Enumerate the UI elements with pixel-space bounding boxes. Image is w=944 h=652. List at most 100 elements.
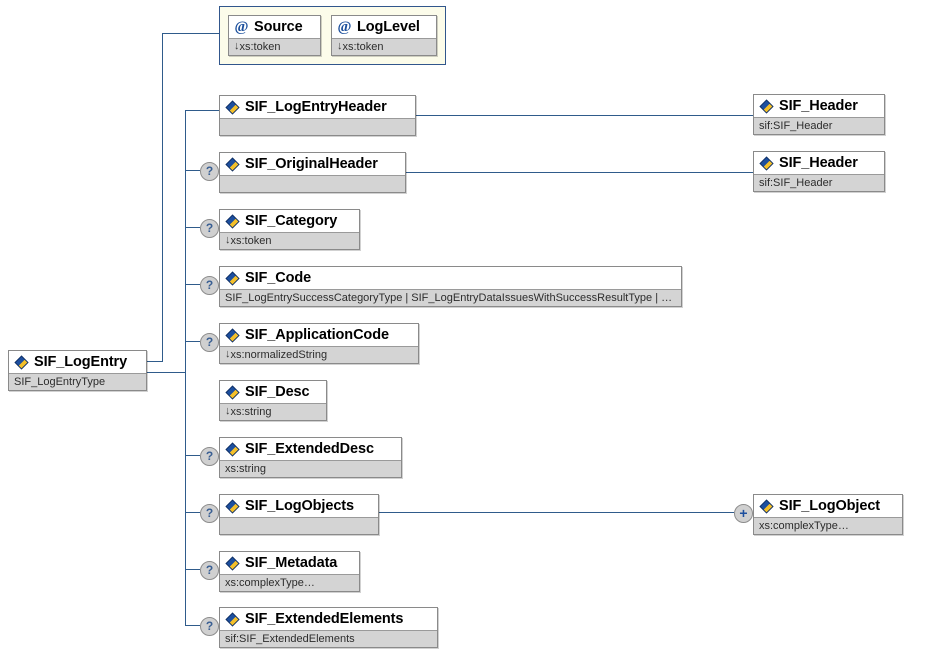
occurrence-marker-optional[interactable]: ? xyxy=(200,561,219,580)
node-sif-originalheader[interactable]: SIF_OriginalHeader xyxy=(219,152,406,193)
node-attribute-loglevel[interactable]: @ LogLevel ↓xs:token xyxy=(331,15,437,56)
node-label: SIF_Code xyxy=(245,270,312,287)
node-sif-applicationcode[interactable]: SIF_ApplicationCode ↓xs:normalizedString xyxy=(219,323,419,364)
node-title: SIF_ExtendedDesc xyxy=(220,438,401,460)
node-type-text: xs:token xyxy=(342,41,384,53)
node-title: SIF_LogObjects xyxy=(220,495,378,517)
element-icon xyxy=(225,271,240,286)
node-label: SIF_ExtendedElements xyxy=(245,611,404,628)
element-icon xyxy=(225,556,240,571)
down-arrow-icon: ↓ xyxy=(225,405,231,417)
node-type: sif:SIF_Header xyxy=(754,174,884,191)
node-label: SIF_Header xyxy=(779,98,858,115)
node-type: ↓xs:token xyxy=(229,38,320,55)
connector-logobjects-to-logobject xyxy=(379,512,734,513)
node-title: SIF_Header xyxy=(754,152,884,174)
node-label: LogLevel xyxy=(357,19,420,36)
node-label: SIF_LogObjects xyxy=(245,498,354,515)
node-attribute-source[interactable]: @ Source ↓xs:token xyxy=(228,15,321,56)
node-ref-sif-header-2[interactable]: SIF_Header sif:SIF_Header xyxy=(753,151,885,192)
node-ref-sif-logobject[interactable]: SIF_LogObject xs:complexType… xyxy=(753,494,903,535)
node-type: SIF_LogEntrySuccessCategoryType | SIF_Lo… xyxy=(220,289,681,306)
down-arrow-icon: ↓ xyxy=(337,40,343,52)
node-title: @ LogLevel xyxy=(332,16,436,38)
node-sif-code[interactable]: SIF_Code SIF_LogEntrySuccessCategoryType… xyxy=(219,266,682,307)
node-sif-metadata[interactable]: SIF_Metadata xs:complexType… xyxy=(219,551,360,592)
node-title: SIF_ExtendedElements xyxy=(220,608,437,630)
occurrence-marker-optional[interactable]: ? xyxy=(200,504,219,523)
node-label: SIF_OriginalHeader xyxy=(245,156,378,173)
attribute-icon: @ xyxy=(337,19,352,35)
down-arrow-icon: ↓ xyxy=(225,348,231,360)
occurrence-marker-optional[interactable]: ? xyxy=(200,333,219,352)
node-sif-logentry[interactable]: SIF_LogEntry SIF_LogEntryType xyxy=(8,350,147,391)
occurrence-marker-optional[interactable]: ? xyxy=(200,162,219,181)
connector-attr-branch xyxy=(162,33,219,34)
node-type-text: xs:token xyxy=(239,41,281,53)
node-sif-logobjects[interactable]: SIF_LogObjects xyxy=(219,494,379,535)
node-type xyxy=(220,175,405,192)
node-sif-desc[interactable]: SIF_Desc ↓xs:string xyxy=(219,380,327,421)
node-type xyxy=(220,517,378,534)
connector-child-8 xyxy=(185,569,200,570)
occurrence-marker-optional[interactable]: ? xyxy=(200,219,219,238)
node-title: SIF_Header xyxy=(754,95,884,117)
element-icon xyxy=(759,499,774,514)
connector-root-to-elements xyxy=(147,372,186,373)
expand-marker-plus[interactable]: + xyxy=(734,504,753,523)
node-type-text: xs:complexType… xyxy=(759,520,849,532)
node-type-text: xs:normalizedString xyxy=(230,349,328,361)
node-sif-logentryheader[interactable]: SIF_LogEntryHeader xyxy=(219,95,416,136)
node-type xyxy=(220,118,415,135)
connector-root-to-attr xyxy=(147,361,163,362)
node-type: sif:SIF_Header xyxy=(754,117,884,134)
connector-child-7 xyxy=(185,512,200,513)
connector-originalheader-to-header xyxy=(406,172,753,173)
node-label: SIF_ExtendedDesc xyxy=(245,441,374,458)
node-ref-sif-header-1[interactable]: SIF_Header sif:SIF_Header xyxy=(753,94,885,135)
element-icon xyxy=(759,99,774,114)
node-title: SIF_Category xyxy=(220,210,359,232)
connector-element-trunk xyxy=(185,110,186,625)
node-title: @ Source xyxy=(229,16,320,38)
occurrence-marker-optional[interactable]: ? xyxy=(200,276,219,295)
node-sif-extendedelements[interactable]: SIF_ExtendedElements sif:SIF_ExtendedEle… xyxy=(219,607,438,648)
node-type: ↓xs:token xyxy=(332,38,436,55)
node-title: SIF_Code xyxy=(220,267,681,289)
node-type: ↓xs:token xyxy=(220,232,359,249)
node-type: xs:string xyxy=(220,460,401,477)
node-label: SIF_ApplicationCode xyxy=(245,327,389,344)
node-title: SIF_LogEntryHeader xyxy=(220,96,415,118)
node-type: xs:complexType… xyxy=(220,574,359,591)
node-sif-category[interactable]: SIF_Category ↓xs:token xyxy=(219,209,360,250)
node-label: SIF_Header xyxy=(779,155,858,172)
element-icon xyxy=(225,612,240,627)
connector-attr-trunk xyxy=(162,33,163,362)
node-label: Source xyxy=(254,19,303,36)
down-arrow-icon: ↓ xyxy=(234,40,240,52)
node-type-text: sif:SIF_Header xyxy=(759,177,833,189)
occurrence-marker-optional[interactable]: ? xyxy=(200,447,219,466)
node-type-text: xs:token xyxy=(230,235,272,247)
element-icon xyxy=(225,328,240,343)
node-type-text: xs:string xyxy=(230,406,272,418)
node-title: SIF_LogEntry xyxy=(9,351,146,373)
occurrence-marker-optional[interactable]: ? xyxy=(200,617,219,636)
node-label: SIF_Category xyxy=(245,213,338,230)
connector-child-4 xyxy=(185,341,200,342)
element-icon xyxy=(14,355,29,370)
element-icon xyxy=(225,385,240,400)
node-sif-extendeddesc[interactable]: SIF_ExtendedDesc xs:string xyxy=(219,437,402,478)
node-type: SIF_LogEntryType xyxy=(9,373,146,390)
down-arrow-icon: ↓ xyxy=(225,234,231,246)
node-label: SIF_Desc xyxy=(245,384,310,401)
connector-child-3 xyxy=(185,284,200,285)
connector-logentryheader-to-header xyxy=(416,115,753,116)
node-type-text: sif:SIF_ExtendedElements xyxy=(225,633,355,645)
node-title: SIF_LogObject xyxy=(754,495,902,517)
node-label: SIF_Metadata xyxy=(245,555,338,572)
node-title: SIF_ApplicationCode xyxy=(220,324,418,346)
node-label: SIF_LogObject xyxy=(779,498,881,515)
node-label: SIF_LogEntryHeader xyxy=(245,99,387,116)
node-type-text: xs:string xyxy=(225,463,266,475)
